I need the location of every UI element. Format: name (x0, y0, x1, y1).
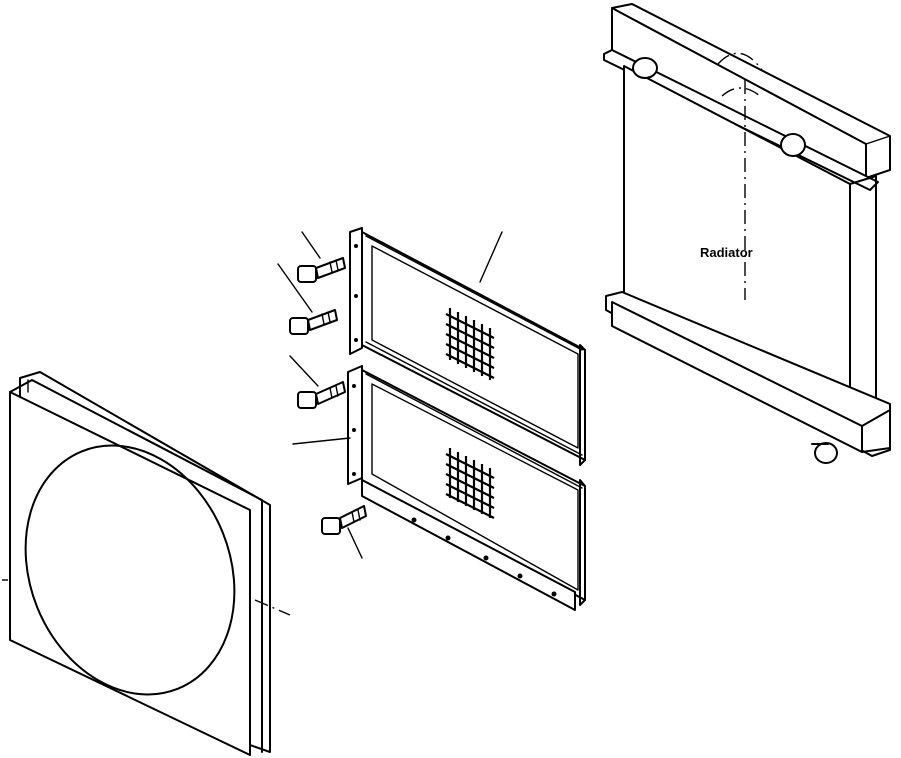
radiator: Radiator (603, 3, 891, 464)
upper-net-guard (349, 227, 586, 466)
mesh-pattern (445, 448, 495, 519)
leader-line (277, 263, 313, 313)
center-line (721, 87, 761, 97)
leader-line (292, 437, 351, 445)
leader-line (347, 527, 363, 559)
bolt (277, 263, 338, 335)
mesh-pattern (445, 308, 495, 380)
fan-shroud (2, 371, 291, 756)
outlet-pipe (814, 442, 838, 464)
radiator-label: Radiator (700, 245, 753, 260)
inlet-pipe (780, 133, 806, 157)
radiator-cap (632, 57, 658, 79)
center-line (717, 52, 763, 71)
center-line (254, 599, 291, 616)
bolt (289, 355, 346, 409)
leader-line (289, 355, 319, 387)
bolt (321, 505, 367, 559)
leader-line (479, 231, 503, 283)
bolt (297, 231, 346, 283)
lower-net-guard (292, 365, 586, 611)
leader-line (301, 231, 321, 259)
